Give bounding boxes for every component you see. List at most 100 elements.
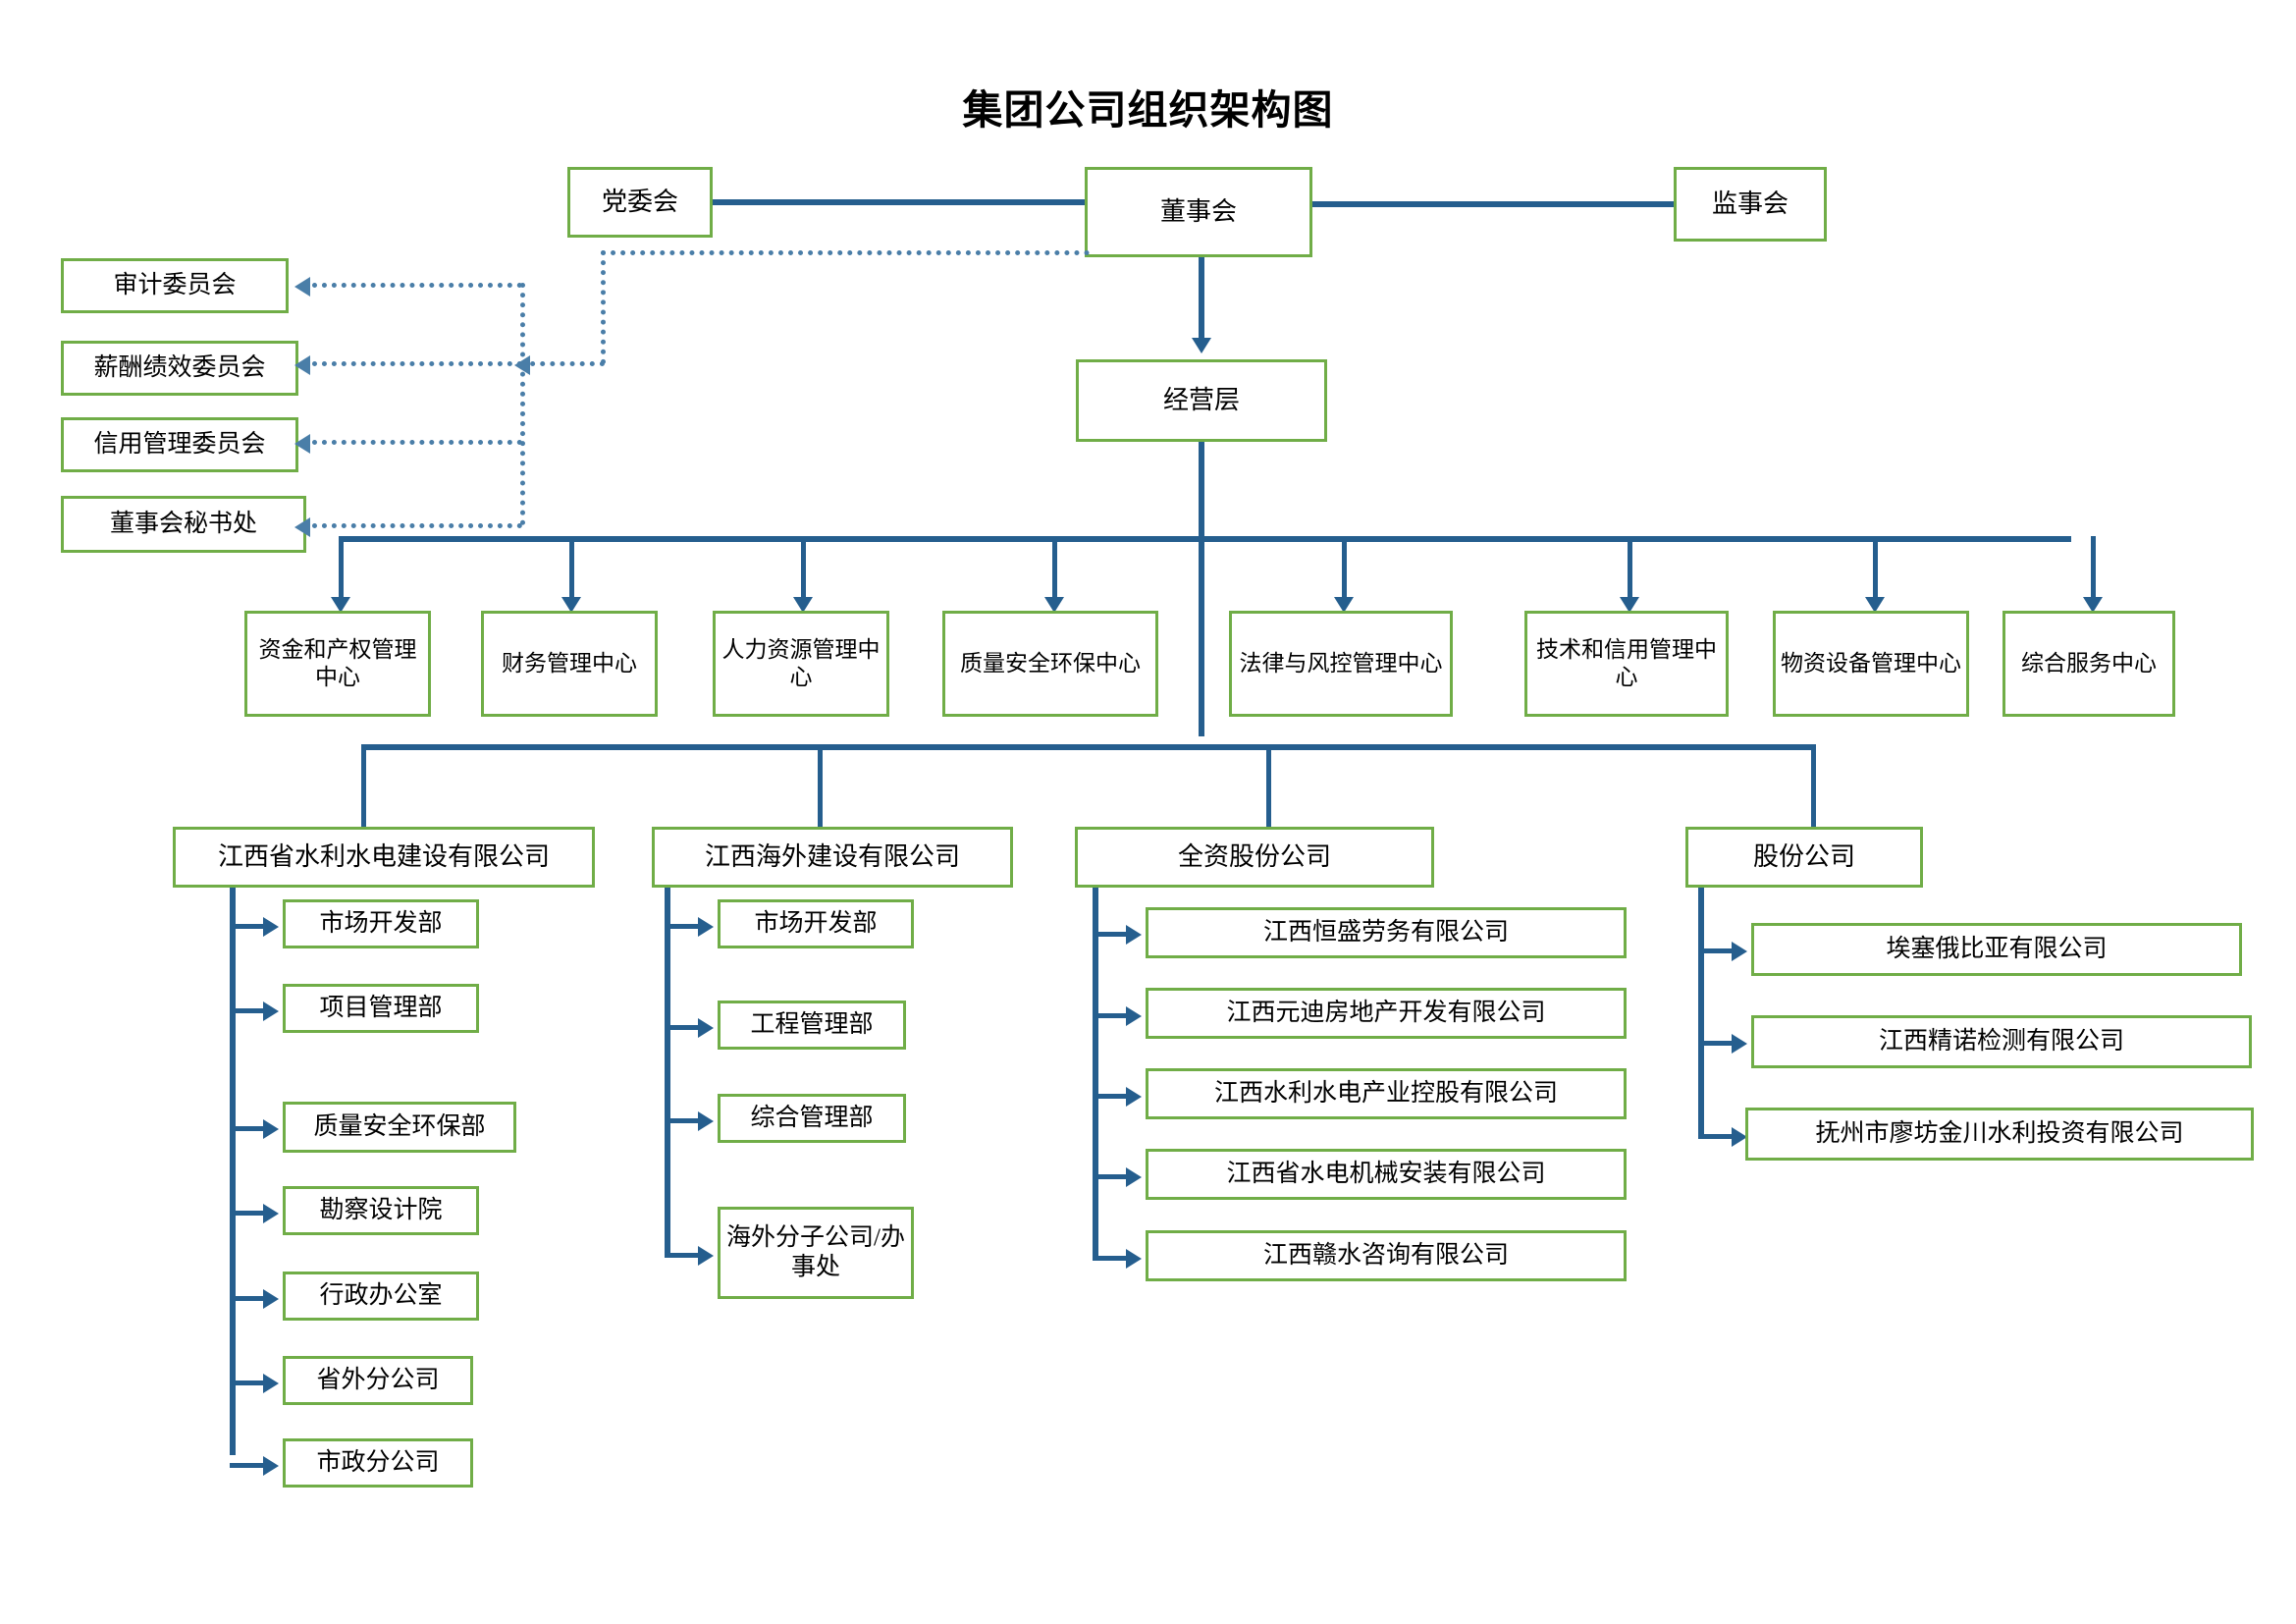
spine-subsidiary-2 bbox=[665, 888, 670, 1253]
arrow-s4-c3 bbox=[1732, 1127, 1747, 1147]
node-company-liaofang-jinchuan-investment[interactable]: 抚州市廖坊金川水利投资有限公司 bbox=[1745, 1108, 2254, 1161]
node-committee-compensation[interactable]: 薪酬绩效委员会 bbox=[61, 341, 298, 396]
node-dept-market-dev-2[interactable]: 市场开发部 bbox=[718, 899, 914, 948]
node-company-ganshui-consulting[interactable]: 江西赣水咨询有限公司 bbox=[1146, 1230, 1627, 1281]
arrow-s1-c5 bbox=[263, 1289, 279, 1309]
link-s3-c2 bbox=[1093, 1013, 1132, 1018]
link-s2-c4 bbox=[665, 1253, 704, 1258]
link-s1-c5 bbox=[230, 1296, 269, 1301]
node-committee-secretariat[interactable]: 董事会秘书处 bbox=[61, 496, 306, 553]
node-center-hr[interactable]: 人力资源管理中心 bbox=[713, 611, 889, 717]
drop-center-2 bbox=[569, 536, 574, 607]
node-company-hengsheng-labor[interactable]: 江西恒盛劳务有限公司 bbox=[1146, 907, 1627, 958]
node-subsidiary-shareholding[interactable]: 股份公司 bbox=[1685, 827, 1923, 888]
node-board[interactable]: 董事会 bbox=[1085, 167, 1312, 257]
drop-subsidiary-3 bbox=[1266, 744, 1271, 842]
link-s3-c4 bbox=[1093, 1174, 1132, 1179]
centers-bus bbox=[339, 536, 2071, 542]
drop-subsidiary-4 bbox=[1811, 744, 1816, 842]
arrow-to-secretariat bbox=[294, 517, 310, 537]
node-dept-quality-safety-env[interactable]: 质量安全环保部 bbox=[283, 1102, 516, 1153]
arrow-s2-c3 bbox=[698, 1111, 714, 1131]
link-s1-c3 bbox=[230, 1126, 269, 1131]
drop-center-6 bbox=[1628, 536, 1632, 607]
node-center-capital-equity[interactable]: 资金和产权管理中心 bbox=[244, 611, 431, 717]
node-dept-out-of-province-branch[interactable]: 省外分公司 bbox=[283, 1356, 473, 1405]
dotted-edge-board-to-trunk bbox=[520, 361, 605, 366]
dotted-edge-board-vertical bbox=[601, 250, 606, 364]
arrow-s1-c3 bbox=[263, 1119, 279, 1139]
arrow-s3-c2 bbox=[1126, 1006, 1142, 1026]
arrow-center-7 bbox=[1865, 597, 1885, 613]
node-dept-overseas-branch-office[interactable]: 海外分子公司/办事处 bbox=[718, 1207, 914, 1299]
arrow-s1-c1 bbox=[263, 917, 279, 937]
arrow-s2-c1 bbox=[698, 917, 714, 937]
arrow-s2-c4 bbox=[698, 1246, 714, 1266]
link-s1-c6 bbox=[230, 1380, 269, 1385]
link-s4-c1 bbox=[1698, 948, 1737, 953]
arrow-s3-c4 bbox=[1126, 1167, 1142, 1187]
drop-center-8 bbox=[2091, 536, 2096, 607]
node-dept-project-mgmt[interactable]: 项目管理部 bbox=[283, 984, 479, 1033]
node-dept-market-dev-1[interactable]: 市场开发部 bbox=[283, 899, 479, 948]
link-s2-c1 bbox=[665, 924, 704, 929]
spine-subsidiary-1 bbox=[230, 888, 236, 1455]
link-s3-c3 bbox=[1093, 1094, 1132, 1099]
link-s4-c3 bbox=[1698, 1134, 1737, 1139]
node-center-quality-safety-env[interactable]: 质量安全环保中心 bbox=[942, 611, 1158, 717]
node-dept-engineering-mgmt[interactable]: 工程管理部 bbox=[718, 1001, 906, 1050]
edge-board-to-supervisory bbox=[1312, 201, 1674, 207]
edge-party-to-board bbox=[713, 199, 1085, 205]
drop-center-7 bbox=[1873, 536, 1878, 607]
arrow-center-2 bbox=[561, 597, 581, 613]
node-center-tech-credit[interactable]: 技术和信用管理中心 bbox=[1524, 611, 1729, 717]
node-company-hydro-machinery-install[interactable]: 江西省水电机械安装有限公司 bbox=[1146, 1149, 1627, 1200]
spine-subsidiary-4 bbox=[1698, 888, 1704, 1137]
drop-subsidiary-2 bbox=[818, 744, 823, 842]
arrow-center-1 bbox=[331, 597, 350, 613]
spine-subsidiary-3 bbox=[1093, 888, 1098, 1256]
link-s1-c4 bbox=[230, 1211, 269, 1216]
node-company-hydro-industry-holding[interactable]: 江西水利水电产业控股有限公司 bbox=[1146, 1068, 1627, 1119]
node-subsidiary-jxsslsd[interactable]: 江西省水利水电建设有限公司 bbox=[173, 827, 595, 888]
arrow-to-compensation bbox=[294, 355, 310, 375]
node-subsidiary-wholly-owned[interactable]: 全资股份公司 bbox=[1075, 827, 1434, 888]
link-s3-c5 bbox=[1093, 1256, 1132, 1261]
dotted-edge-board-horizontal bbox=[601, 250, 1090, 255]
node-subsidiary-overseas[interactable]: 江西海外建设有限公司 bbox=[652, 827, 1013, 888]
arrow-center-3 bbox=[793, 597, 813, 613]
arrow-s1-c6 bbox=[263, 1374, 279, 1393]
dotted-edge-to-credit bbox=[312, 440, 522, 445]
node-company-yuandi-realestate[interactable]: 江西元迪房地产开发有限公司 bbox=[1146, 988, 1627, 1039]
arrow-to-audit bbox=[294, 277, 310, 297]
node-center-materials-equipment[interactable]: 物资设备管理中心 bbox=[1773, 611, 1969, 717]
node-dept-admin-office[interactable]: 行政办公室 bbox=[283, 1272, 479, 1321]
link-s1-c7 bbox=[230, 1463, 269, 1468]
node-supervisory-board[interactable]: 监事会 bbox=[1674, 167, 1827, 242]
node-center-legal-risk[interactable]: 法律与风控管理中心 bbox=[1229, 611, 1453, 717]
node-dept-municipal-branch[interactable]: 市政分公司 bbox=[283, 1438, 473, 1488]
arrow-board-to-management bbox=[1192, 338, 1211, 353]
node-dept-survey-design[interactable]: 勘察设计院 bbox=[283, 1186, 479, 1235]
arrow-s4-c2 bbox=[1732, 1034, 1747, 1054]
dotted-edge-to-compensation bbox=[312, 361, 522, 366]
link-s4-c2 bbox=[1698, 1041, 1737, 1046]
node-center-finance[interactable]: 财务管理中心 bbox=[481, 611, 658, 717]
arrow-center-5 bbox=[1334, 597, 1354, 613]
node-company-ethiopia[interactable]: 埃塞俄比亚有限公司 bbox=[1751, 923, 2242, 976]
node-committee-credit[interactable]: 信用管理委员会 bbox=[61, 417, 298, 472]
link-s1-c2 bbox=[230, 1008, 269, 1013]
node-party-committee[interactable]: 党委会 bbox=[567, 167, 713, 238]
node-committee-audit[interactable]: 审计委员会 bbox=[61, 258, 289, 313]
dotted-edge-to-secretariat bbox=[312, 523, 522, 528]
node-management[interactable]: 经营层 bbox=[1076, 359, 1327, 442]
arrow-center-6 bbox=[1620, 597, 1639, 613]
link-s1-c1 bbox=[230, 924, 269, 929]
arrow-s1-c7 bbox=[263, 1456, 279, 1476]
subsidiaries-bus bbox=[361, 744, 1814, 750]
node-company-jingnuo-testing[interactable]: 江西精诺检测有限公司 bbox=[1751, 1015, 2252, 1068]
node-center-general-services[interactable]: 综合服务中心 bbox=[2002, 611, 2175, 717]
arrow-s1-c4 bbox=[263, 1204, 279, 1223]
node-dept-general-mgmt[interactable]: 综合管理部 bbox=[718, 1094, 906, 1143]
